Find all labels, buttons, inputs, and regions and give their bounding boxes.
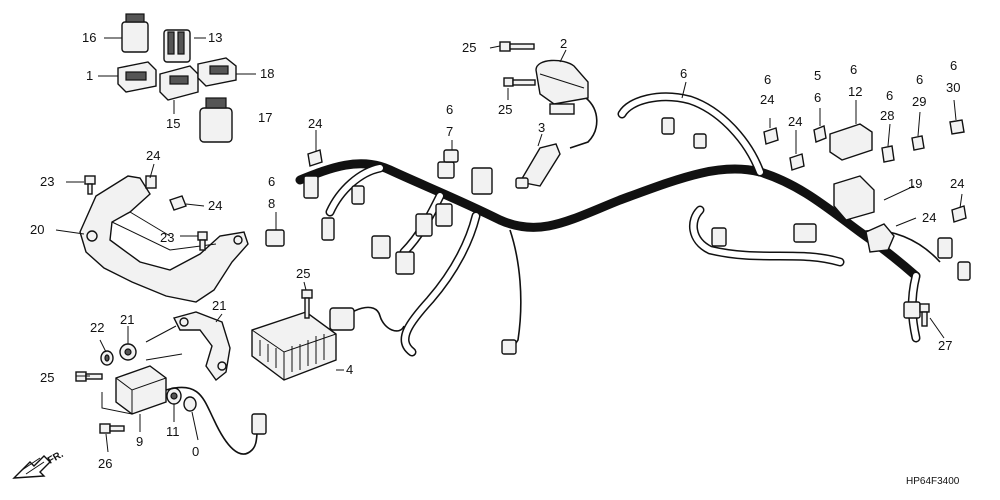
clip-28 — [881, 145, 895, 163]
harness-connectors — [303, 117, 971, 355]
callout-24-b: 24 — [760, 92, 774, 107]
callout-labels: 16 13 1 18 15 17 25 2 25 3 6 6 24 24 5 6… — [30, 30, 964, 471]
bolt-25 — [99, 423, 125, 434]
bolt-26 — [919, 303, 930, 327]
clip-29 — [911, 135, 925, 151]
callout-26: 27 — [938, 338, 952, 353]
callout-6-8a: 6 — [268, 174, 275, 189]
callout-24-c: 24 — [788, 114, 802, 129]
part-6-7 — [443, 149, 459, 163]
callout-12: 12 — [848, 84, 862, 99]
clip-30 — [949, 119, 965, 135]
callout-23-bottom: 23 — [160, 230, 174, 245]
callout-19: 20 — [30, 222, 44, 237]
callout-7: 7 — [446, 124, 453, 139]
diagram-code: HP64F3400 — [906, 476, 960, 487]
bolt-27-coil-b — [503, 77, 536, 87]
callout-20: 21 — [212, 298, 226, 313]
callout-6-harness: 6 — [680, 66, 687, 81]
callout-27-left: 25 — [40, 370, 54, 385]
callout-8: 8 — [268, 196, 275, 211]
callout-5: 5 — [814, 68, 821, 83]
callout-25: 26 — [98, 456, 112, 471]
coil-hv-lead — [569, 97, 598, 149]
callout-30: 30 — [946, 80, 960, 95]
relay-holder-17 — [197, 57, 237, 87]
callout-22: 22 — [90, 320, 104, 335]
callout-13: 13 — [208, 30, 222, 45]
callout-24-left-top: 24 — [146, 148, 160, 163]
callout-6-g: 6 — [950, 58, 957, 73]
callout-18: 19 — [908, 176, 922, 191]
callout-17: 18 — [260, 66, 274, 81]
unit-9-wire — [165, 386, 259, 455]
washer-22 — [100, 350, 114, 366]
callout-6-b: 6 — [764, 72, 771, 87]
callout-6-d: 6 — [850, 62, 857, 77]
callout-27-regulator: 25 — [296, 266, 310, 281]
callout-4: 4 — [346, 362, 353, 377]
relay-15 — [121, 13, 149, 53]
callout-27-coil-a: 25 — [462, 40, 476, 55]
callout-21: 21 — [120, 312, 134, 327]
callout-24-a: 24 — [308, 116, 322, 131]
collar-10 — [183, 396, 197, 412]
callout-28: 28 — [880, 108, 894, 123]
callout-24-far-right: 24 — [950, 176, 964, 191]
leader-lines — [55, 37, 963, 453]
callout-2: 2 — [560, 36, 567, 51]
callout-24-bracket: 24 — [922, 210, 936, 225]
relay-holder-14 — [159, 65, 199, 101]
callout-1: 1 — [86, 68, 93, 83]
callout-6-7a: 6 — [446, 102, 453, 117]
plate-20 — [172, 311, 231, 382]
callout-6-c: 6 — [814, 90, 821, 105]
direction-arrow-icon — [12, 455, 51, 479]
bolt-27-coil-a — [499, 41, 535, 52]
callout-6-e: 6 — [886, 88, 893, 103]
callout-0: 0 — [192, 444, 199, 459]
bolt-27-regulator — [301, 289, 313, 319]
plug-cap-3 — [515, 143, 561, 189]
bolt-23b — [197, 231, 208, 251]
callout-23-top: 23 — [40, 174, 54, 189]
bracket-24-right — [865, 223, 895, 253]
direction-label: FR. — [46, 449, 66, 467]
callout-27-coil-b: 25 — [498, 102, 512, 117]
fuse-box-12 — [829, 123, 873, 161]
bolt-23a — [84, 175, 96, 195]
clip-24-c — [789, 153, 805, 171]
connector-18 — [833, 175, 875, 221]
front-direction-indicator: FR. — [12, 449, 66, 479]
callout-16: 17 — [258, 110, 272, 125]
clip-24-left — [169, 195, 187, 211]
callout-24-left: 24 — [208, 198, 222, 213]
callout-9: 9 — [136, 434, 143, 449]
ignition-coil-2 — [535, 59, 589, 115]
connector-unit-9 — [251, 413, 267, 435]
clip-24-b — [763, 127, 779, 145]
grommet-11 — [166, 387, 182, 405]
unit-9 — [115, 365, 167, 415]
relay-holder-1 — [117, 61, 157, 93]
callout-6-f: 6 — [916, 72, 923, 87]
callout-15: 16 — [82, 30, 96, 45]
regulator-4 — [251, 311, 337, 381]
callout-29: 29 — [912, 94, 926, 109]
clip-24-a — [307, 149, 323, 167]
relay-16 — [199, 97, 233, 143]
callout-3: 3 — [538, 120, 545, 135]
callout-11: 11 — [166, 424, 180, 439]
bracket-19 — [79, 175, 249, 303]
relay-13 — [163, 29, 191, 63]
grommet-21 — [119, 343, 137, 361]
regulator-connector — [329, 307, 355, 331]
clip-5-6 — [813, 125, 827, 143]
clip-24-far-right — [951, 205, 967, 223]
callout-14: 15 — [166, 116, 180, 131]
part-6-8 — [265, 229, 285, 247]
